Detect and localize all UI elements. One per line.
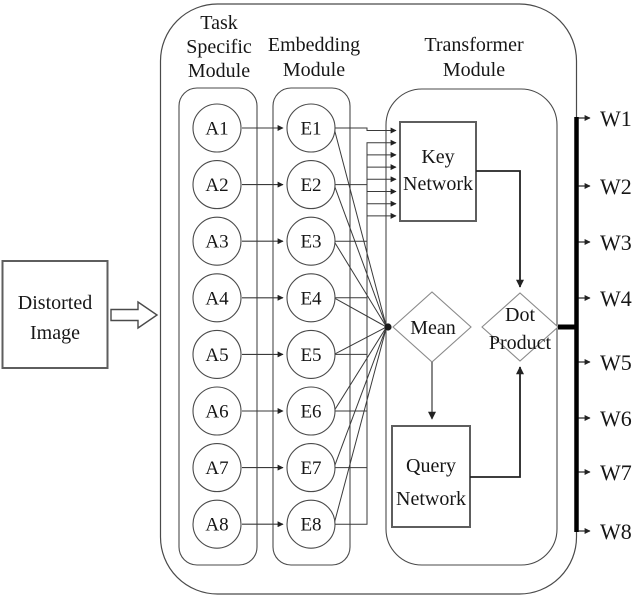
- task-node-circle: [192, 329, 242, 379]
- embedding-module-box: [272, 87, 351, 566]
- embedding-node-circle: [286, 443, 336, 493]
- task-module-title-line-2: Specific: [186, 36, 252, 58]
- embedding-node-circle: [286, 499, 336, 549]
- task-module-title-line-3: Module: [188, 60, 250, 82]
- embedding-node-circle: [286, 273, 336, 323]
- output-ticks: [578, 115, 591, 534]
- embedding-node-label: E1: [300, 119, 321, 140]
- query-network-label-line-2: Network: [396, 488, 466, 510]
- embedding-node-label: E8: [300, 515, 321, 536]
- embedding-node-circle: [286, 329, 336, 379]
- key-to-dot-connector: [476, 170, 524, 288]
- output-label: W6: [600, 406, 632, 431]
- embedding-node-circle: [286, 103, 336, 153]
- task-node-circle: [192, 499, 242, 549]
- task-node-circle: [192, 103, 242, 153]
- output-label: W2: [600, 174, 632, 199]
- mean-label: Mean: [410, 317, 456, 339]
- key-network-label-line-2: Network: [403, 173, 473, 195]
- e-to-key-connector: [335, 188, 397, 412]
- task-node-circle: [192, 443, 242, 493]
- embedding-node-circle: [286, 216, 336, 266]
- task-node-label: A1: [205, 119, 228, 140]
- embedding-node-circle: [286, 160, 336, 210]
- e-to-key-connector: [335, 164, 397, 299]
- e-to-key-connector: [335, 127, 397, 134]
- key-network-label-line-1: Key: [421, 146, 454, 168]
- ae-connectors: [242, 125, 284, 528]
- task-node-circle: [192, 160, 242, 210]
- task-module-box: [178, 87, 258, 566]
- task-module-title-line-1: Task: [200, 12, 237, 34]
- output-label: W5: [600, 350, 632, 375]
- task-node-label: A4: [205, 288, 229, 309]
- embedding-node-label: E3: [300, 232, 321, 253]
- output-label: W4: [600, 286, 632, 311]
- task-node-label: A7: [205, 458, 228, 479]
- e-to-key-connector: [335, 200, 397, 469]
- output-label: W3: [600, 230, 632, 255]
- distorted-image-label-line-1: Distorted: [18, 292, 92, 314]
- e-to-mean-connector: [333, 326, 387, 355]
- e-to-key-connector: [335, 212, 397, 525]
- embedding-node-label: E2: [300, 175, 321, 196]
- task-node-circle: [192, 273, 242, 323]
- e-to-mean-connector: [333, 326, 387, 412]
- e-to-key-connector: [335, 139, 397, 186]
- query-network-box: [391, 425, 471, 528]
- task-node-label: A2: [205, 175, 228, 196]
- output-label: W7: [600, 460, 632, 485]
- output-label: W1: [600, 106, 632, 131]
- task-node-label: A3: [205, 232, 228, 253]
- embedding-node-label: E7: [300, 458, 321, 479]
- embedding-node-label: E4: [300, 288, 322, 309]
- task-node-label: A8: [205, 515, 228, 536]
- task-node-circle: [192, 386, 242, 436]
- distorted-image-box: [1, 260, 109, 369]
- e-to-mean-connector: [333, 127, 387, 328]
- task-node-label: A6: [205, 402, 228, 423]
- embedding-node-circle: [286, 386, 336, 436]
- output-label: W8: [600, 519, 632, 544]
- e-to-mean-connector: [333, 326, 387, 468]
- task-node-circle: [192, 216, 242, 266]
- transformer-module-title-line-2: Module: [443, 59, 505, 81]
- e-to-mean-connector: [333, 297, 387, 328]
- embedding-module-title-line-1: Embedding: [268, 34, 360, 56]
- input-arrow: [110, 300, 159, 330]
- dot-product-label-line-1: Dot: [505, 304, 535, 326]
- convergence-point: [384, 323, 392, 331]
- mean-diamond: [392, 291, 472, 363]
- key-network-box: [399, 121, 477, 222]
- ek-connectors: [335, 127, 397, 525]
- e-to-mean-connector: [333, 240, 387, 328]
- transformer-module-title-line-1: Transformer: [424, 34, 524, 56]
- em-connectors: [333, 127, 387, 525]
- query-network-label-line-1: Query: [406, 455, 456, 477]
- distorted-image-label-line-2: Image: [30, 322, 80, 344]
- embedding-node-label: E5: [300, 345, 321, 366]
- e-to-mean-connector: [333, 326, 387, 525]
- embedding-node-label: E6: [300, 402, 321, 423]
- embedding-module-title-line-2: Module: [283, 59, 345, 81]
- query-to-dot-connector: [470, 366, 524, 478]
- dot-product-label-line-2: Product: [489, 332, 552, 354]
- task-node-label: A5: [205, 345, 228, 366]
- e-to-mean-connector: [333, 184, 387, 328]
